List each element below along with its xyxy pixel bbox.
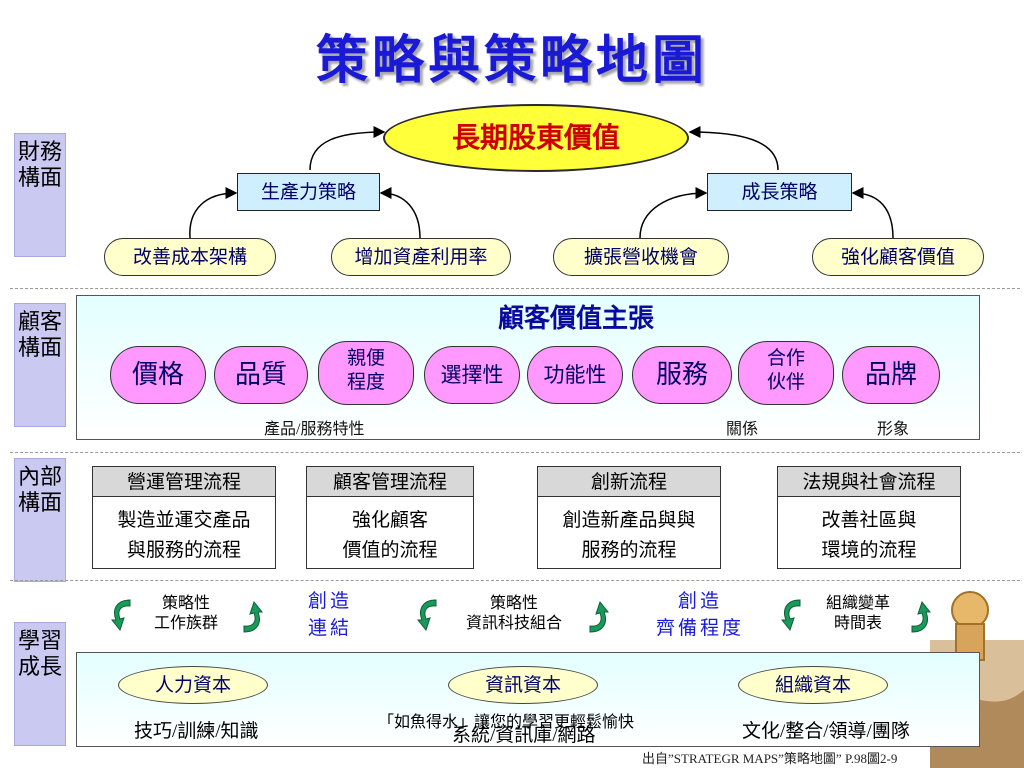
cycle-text: 策略性 工作族群 (153, 595, 218, 632)
capital-detail: 系統/資訊庫/網路 (452, 725, 596, 746)
financial-perspective-label: 財務構面 (14, 133, 66, 257)
value-item: 品質 (214, 346, 308, 404)
separator (10, 452, 1020, 453)
value-item: 價格 (110, 346, 206, 404)
capital-detail: 技巧/訓練/知識 (134, 721, 259, 742)
financial-leaf: 增加資產利用率 (331, 238, 511, 276)
capital-oval: 資訊資本 (448, 666, 598, 704)
process-body: 創造新產品與與 服務的流程 (562, 509, 696, 561)
attribute-note: 產品/服務特性 (264, 421, 365, 438)
growth-strategy-box: 成長策略 (707, 173, 852, 211)
value-item: 選擇性 (424, 346, 520, 404)
financial-leaf: 擴張營收機會 (553, 238, 729, 276)
value-item: 品牌 (842, 346, 940, 404)
page-title: 策略與策略地圖 (315, 30, 708, 91)
capital-oval: 人力資本 (118, 666, 268, 704)
internal-perspective-label: 內部構面 (14, 458, 66, 582)
process-box: 營運管理流程 製造並運交產品 與服務的流程 (92, 466, 276, 569)
customer-perspective-label: 顧客構面 (14, 303, 66, 427)
financial-connectors (189, 126, 894, 239)
cycle-left-arrow-icon (780, 599, 801, 632)
cycle-right-arrow-icon (589, 600, 610, 633)
process-title: 法規與社會流程 (778, 467, 960, 497)
financial-leaf: 強化顧客價值 (812, 238, 984, 276)
relationship-note: 關係 (726, 421, 759, 438)
cycle-right-arrow-icon (911, 600, 932, 633)
process-body: 製造並運交產品 與服務的流程 (117, 509, 251, 561)
cycle-text: 組織變革 時間表 (825, 595, 890, 632)
process-box: 法規與社會流程 改善社區與 環境的流程 (777, 466, 961, 569)
value-item: 功能性 (527, 346, 623, 404)
process-body: 改善社區與 環境的流程 (821, 509, 917, 561)
tagline: 「如魚得水」讓您的學習更輕鬆愉快 (378, 714, 635, 731)
cycle-left-arrow-icon (416, 599, 437, 632)
capital-oval: 組織資本 (738, 666, 888, 704)
productivity-strategy-box: 生產力策略 (237, 173, 380, 211)
cycle-right-arrow-icon (243, 600, 264, 633)
customer-value-title: 顧客價值主張 (497, 304, 654, 334)
process-box: 創新流程 創造新產品與與 服務的流程 (537, 466, 721, 569)
capital-detail: 文化/整合/領導/團隊 (742, 721, 910, 742)
long-term-shareholder-value: 長期股東價值 (383, 104, 689, 172)
learning-perspective-label: 學習成長 (14, 622, 66, 746)
source-citation: 出自”STRATEGR MAPS”策略地圖” P.98圖2-9 (642, 751, 898, 766)
value-item: 合作 伙伴 (738, 341, 834, 405)
separator (10, 288, 1020, 289)
link-text: 創造 齊備程度 (655, 590, 744, 639)
process-title: 創新流程 (538, 467, 720, 497)
process-body: 強化顧客 價值的流程 (342, 509, 438, 561)
image-note: 形象 (877, 421, 910, 438)
link-text: 創造 連結 (307, 590, 352, 639)
cycle-left-arrow-icon (110, 599, 131, 632)
value-item: 服務 (632, 346, 732, 404)
value-item: 親便 程度 (318, 341, 414, 405)
process-title: 顧客管理流程 (307, 467, 473, 497)
process-box: 顧客管理流程 強化顧客 價值的流程 (306, 466, 474, 569)
separator (10, 580, 1020, 581)
process-title: 營運管理流程 (93, 467, 275, 497)
cycle-text: 策略性 資訊科技組合 (465, 595, 562, 632)
financial-leaf: 改善成本架構 (104, 238, 276, 276)
